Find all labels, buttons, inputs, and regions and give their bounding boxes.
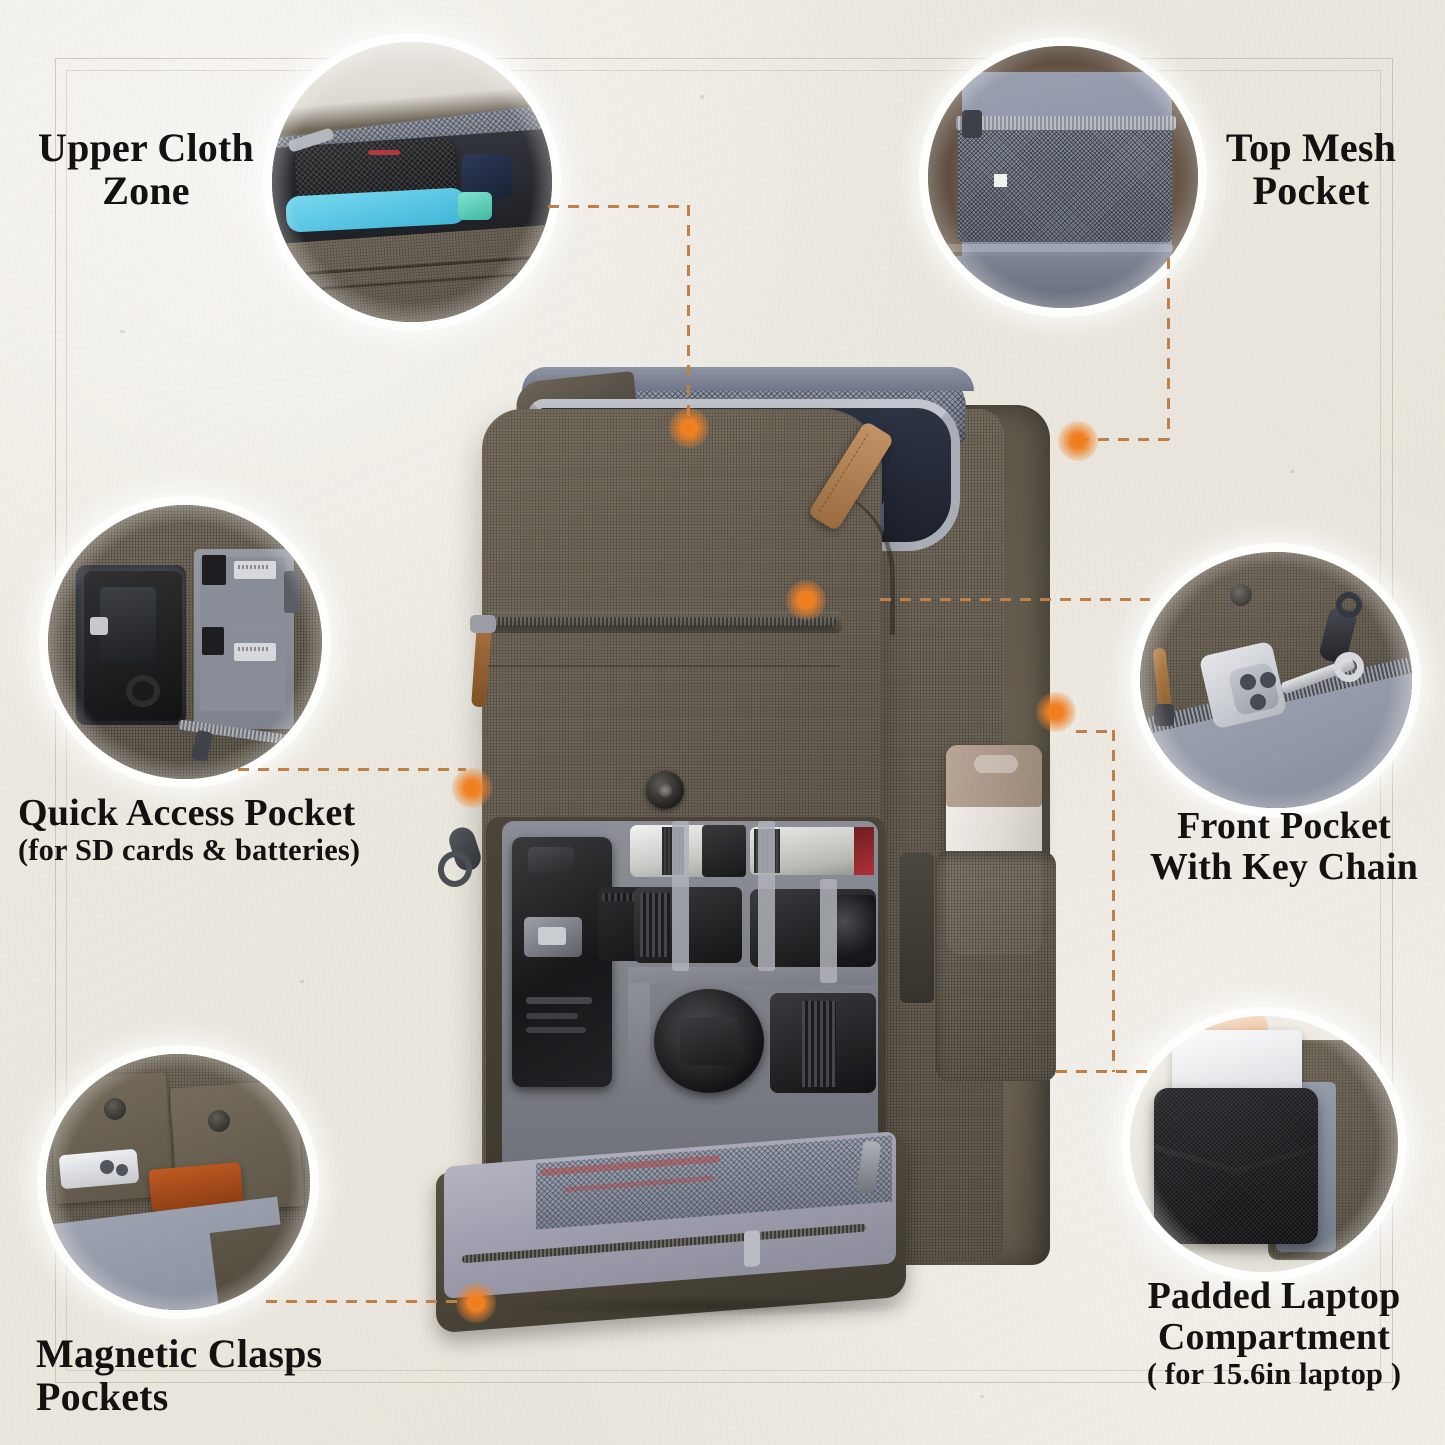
label-subtitle: (for SD cards & batteries) [18,833,361,868]
hero-product-image [430,365,1110,1334]
inset-upper-cloth-zone [272,42,552,322]
label-line-1: Upper Cloth [38,125,254,170]
callout-label-padded-laptop-compartment: Padded Laptop Compartment ( for 15.6in l… [1106,1275,1442,1392]
label-line-2: Pocket [1252,168,1370,214]
inset-front-pocket-key-chain [1140,552,1412,808]
connector-padded-laptop-v [1112,730,1115,1072]
connector-upper-cloth-zone-h [548,205,690,208]
label-line-2: Compartment [1157,1316,1391,1359]
callout-label-upper-cloth-zone: Upper Cloth Zone [26,125,266,214]
label-subtitle: ( for 15.6in laptop ) [1146,1357,1402,1392]
callout-label-magnetic-clasps-pockets: Magnetic Clasps Pockets [36,1331,366,1420]
label-line-1: Quick Access Pocket [18,792,356,834]
callout-label-quick-access-pocket: Quick Access Pocket (for SD cards & batt… [18,792,418,868]
label-line-2: With Key Chain [1149,846,1419,889]
callout-label-top-mesh-pocket: Top Mesh Pocket [1196,125,1426,214]
label-line-1: Padded Laptop [1147,1275,1401,1317]
inset-top-mesh-pocket [928,46,1198,308]
inset-padded-laptop-compartment [1130,1016,1398,1272]
label-line-1: Front Pocket [1177,805,1391,847]
inset-quick-access-pocket [48,505,322,779]
label-line-2: Pockets [36,1374,169,1420]
label-line-1: Magnetic Clasps [36,1331,323,1376]
label-line-1: Top Mesh [1225,125,1397,170]
callout-label-front-pocket-key-chain: Front Pocket With Key Chain [1128,805,1440,889]
label-line-2: Zone [102,168,190,214]
inset-magnetic-clasps-pockets [46,1054,310,1310]
